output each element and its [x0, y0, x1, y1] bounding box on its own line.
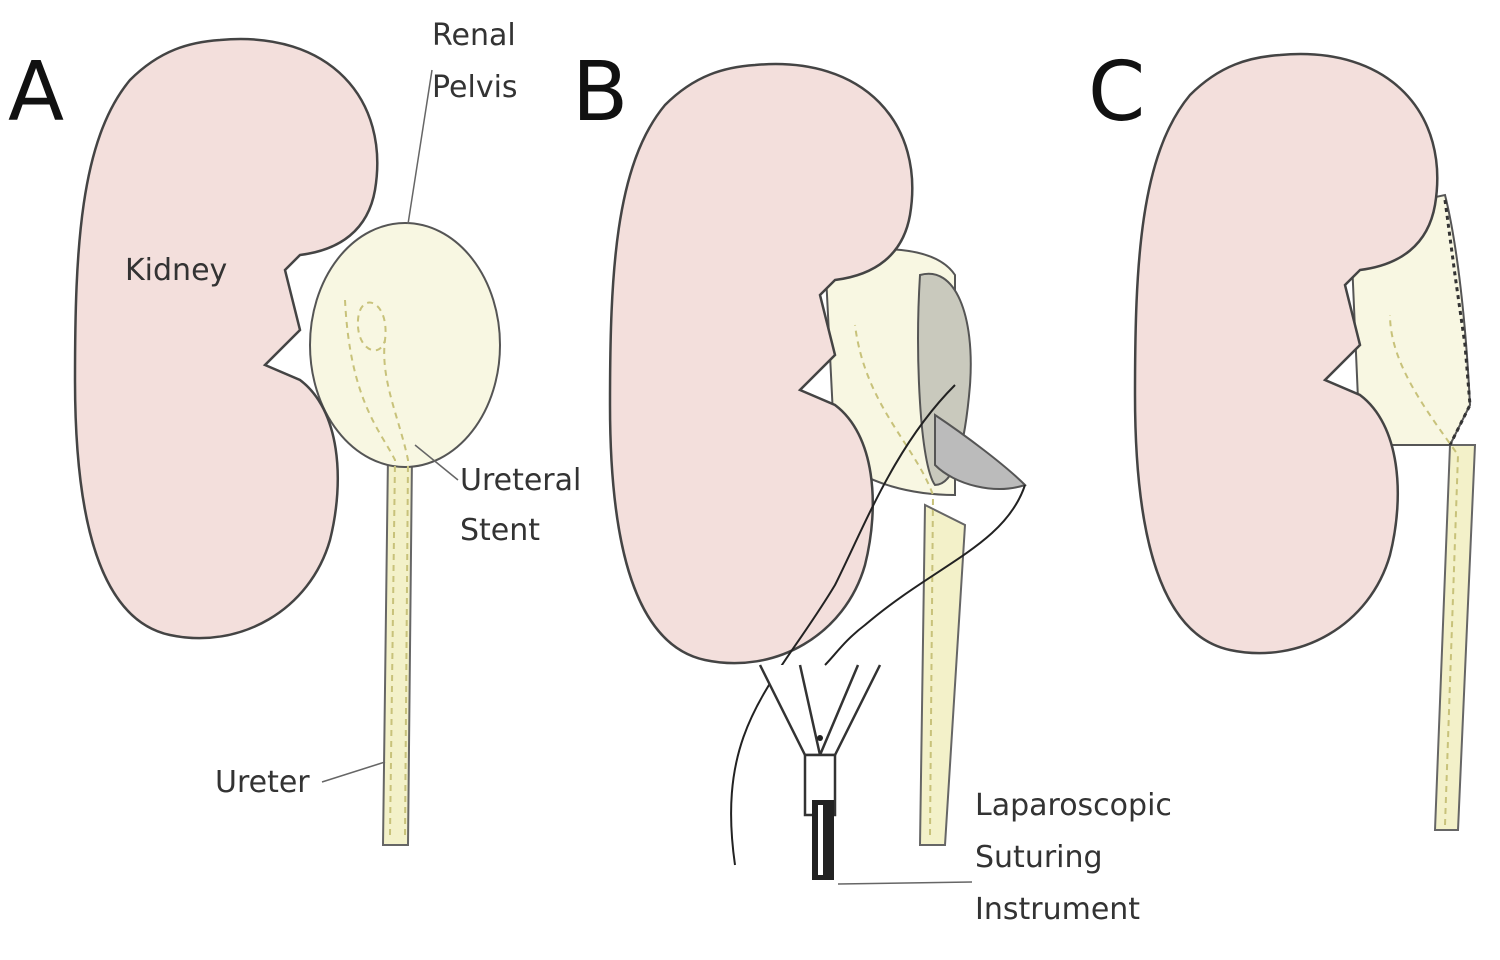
suture-thread — [824, 484, 1026, 666]
ureteral-stent — [854, 324, 935, 836]
renal-pelvis — [309, 222, 501, 468]
ureter-leader — [321, 761, 386, 783]
panel-label-b: B — [572, 45, 628, 140]
instrument-label: Suturing — [975, 840, 1103, 875]
panel-a: A Renal Pelvis Kidney Ureteral Stent Ure… — [8, 18, 581, 846]
ureteral-stent-label: Ureteral — [460, 463, 581, 498]
instrument-leader — [837, 881, 973, 885]
ureter-label: Ureter — [215, 765, 310, 800]
panel-label-a: A — [8, 45, 64, 140]
renal-pelvis-label: Renal — [432, 18, 516, 53]
ureter — [918, 503, 967, 846]
suture-line — [1443, 199, 1472, 446]
panel-c: C — [1088, 45, 1477, 831]
laparoscopic-instrument — [758, 664, 882, 880]
kidney-label: Kidney — [125, 253, 227, 288]
panel-b: B Laparoscopic Suturing Instrument — [572, 45, 1172, 927]
ureteral-stent — [1389, 314, 1460, 826]
suture-thread — [730, 384, 956, 866]
renal-pelvis-label: Pelvis — [432, 70, 518, 105]
renal-pelvis-leader — [407, 69, 433, 225]
ureteral-stent — [344, 299, 410, 836]
ureteral-stent-label: Stent — [460, 513, 540, 548]
ureteral-stent-leader — [414, 444, 459, 481]
instrument-label: Laparoscopic — [975, 788, 1172, 823]
panel-label-c: C — [1088, 45, 1145, 140]
instrument-label: Instrument — [975, 892, 1140, 927]
ureter — [1433, 444, 1477, 831]
